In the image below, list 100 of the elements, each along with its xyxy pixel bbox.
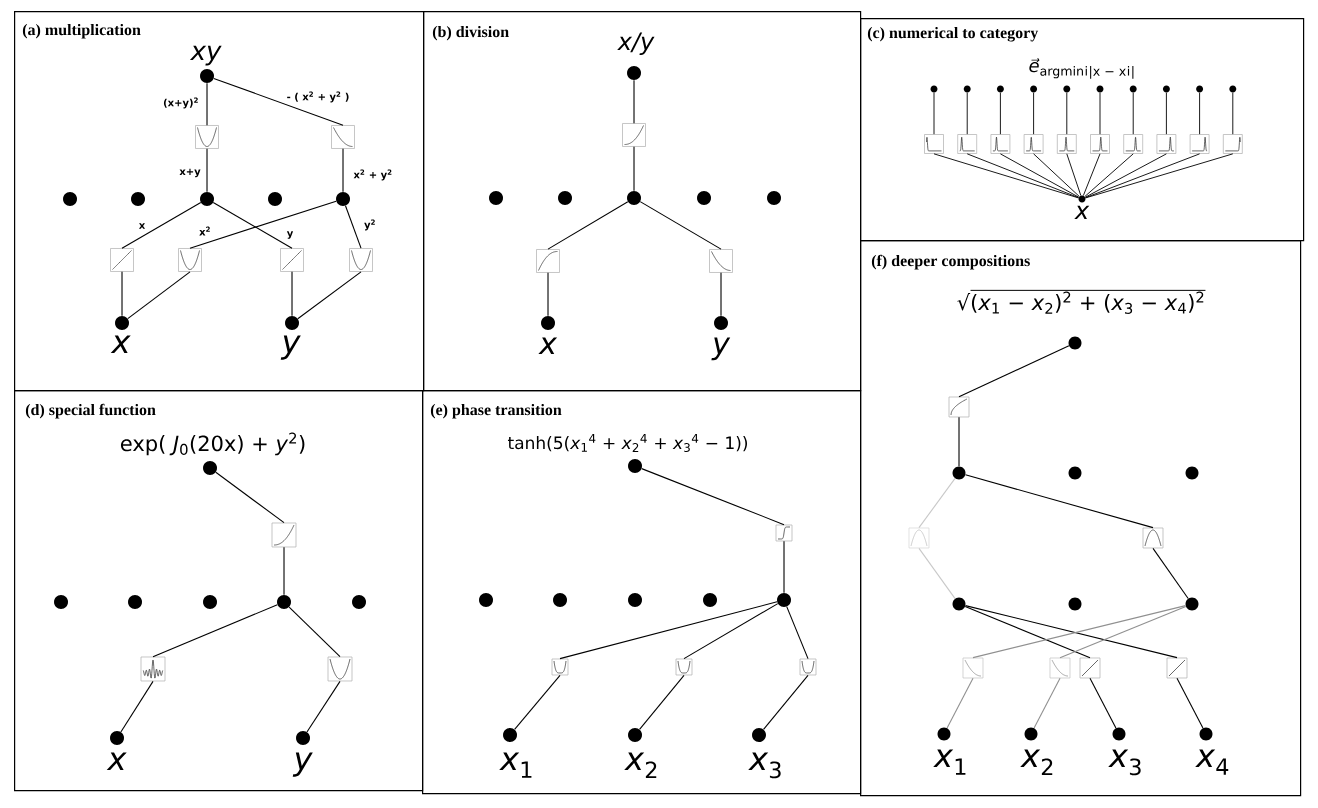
panel-heading: (c) numerical to category bbox=[867, 26, 1039, 42]
connector bbox=[120, 680, 154, 733]
panel-heading: (b) division bbox=[432, 25, 509, 41]
connector bbox=[933, 92, 935, 135]
formula: tanh(5(x$_{1}$$^{4}$ + x$_{2}$$^{4}$ + x$_{3}$$^{4}$ − 1)) bbox=[507, 434, 747, 453]
connector bbox=[1082, 153, 1101, 196]
connector bbox=[152, 604, 278, 658]
connector bbox=[297, 271, 362, 320]
connector bbox=[1066, 92, 1068, 135]
connector bbox=[547, 201, 629, 250]
formula: x/y bbox=[617, 32, 655, 55]
activation-plot bbox=[990, 134, 1011, 154]
activation-plot bbox=[709, 249, 733, 273]
neuron-dot bbox=[268, 192, 282, 206]
activation-plot bbox=[1189, 134, 1210, 154]
edge-label: x+y bbox=[178, 167, 202, 179]
neuron-dot bbox=[777, 593, 791, 607]
connector bbox=[918, 477, 956, 529]
activation-plot bbox=[1079, 657, 1101, 679]
connector bbox=[1165, 92, 1167, 135]
edge-label: y bbox=[285, 230, 295, 240]
connector bbox=[958, 416, 960, 467]
connector bbox=[1084, 153, 1134, 197]
connector bbox=[291, 271, 293, 317]
neuron-dot bbox=[131, 192, 145, 206]
neuron-dot bbox=[628, 593, 642, 607]
connector bbox=[1132, 92, 1134, 135]
connector bbox=[206, 148, 208, 193]
neuron-dot bbox=[54, 595, 68, 609]
edge-label: - ( x$^{2}$ + y$^{2}$ ) bbox=[285, 90, 351, 104]
connector bbox=[1099, 92, 1101, 135]
activation-plot bbox=[957, 134, 978, 154]
edge-label: (x+y)$^{2}$ bbox=[162, 96, 200, 110]
connector bbox=[639, 201, 722, 250]
connector bbox=[964, 606, 1091, 659]
neuron-dot bbox=[627, 191, 641, 205]
neuron-dot bbox=[558, 191, 572, 205]
activation-plot bbox=[1049, 657, 1071, 679]
activation-plot bbox=[1222, 134, 1243, 154]
activation-plot bbox=[675, 658, 693, 676]
neuron-dot bbox=[63, 192, 77, 206]
activation-plot bbox=[327, 656, 353, 682]
panel-heading: (d) special function bbox=[25, 403, 156, 419]
activation-plot bbox=[1156, 134, 1177, 154]
activation-plot bbox=[962, 657, 984, 679]
neuron-dot bbox=[479, 593, 493, 607]
connector bbox=[1033, 153, 1080, 197]
panel-heading: (a) multiplication bbox=[22, 23, 141, 39]
panel-heading: (e) phase transition bbox=[430, 403, 562, 419]
edge-label: x$^{2}$ + y$^{2}$ bbox=[352, 168, 394, 182]
activation-plot bbox=[536, 249, 560, 273]
connector bbox=[1066, 153, 1082, 196]
variable-label: x bbox=[538, 337, 558, 354]
activation-plot bbox=[349, 248, 373, 272]
activation-plot bbox=[775, 524, 793, 542]
neuron-dot bbox=[703, 593, 717, 607]
connector bbox=[189, 200, 337, 249]
neuron-dot bbox=[203, 595, 217, 609]
formula: √(x$_{1}$ − x$_{2}$)$^{2}$ + (x$_{3}$ − x$_{4}$)$^{2}$ bbox=[957, 291, 1204, 314]
activation-plot bbox=[908, 527, 930, 549]
variable-label: y bbox=[292, 752, 313, 777]
activation-plot bbox=[1090, 134, 1110, 154]
variable-label: x$_{4}$ bbox=[1195, 749, 1229, 775]
variable-label: x$_{3}$ bbox=[748, 752, 781, 779]
neuron-dot bbox=[128, 595, 142, 609]
connector bbox=[783, 540, 785, 594]
connector bbox=[283, 546, 285, 596]
connector bbox=[206, 82, 208, 126]
connector bbox=[342, 148, 344, 193]
activation-plot bbox=[551, 658, 569, 676]
variable-label: x$_{2}$ bbox=[624, 752, 657, 779]
connector bbox=[213, 77, 344, 126]
connector bbox=[641, 468, 785, 526]
activation-plot bbox=[799, 658, 817, 676]
activation-plot bbox=[1123, 134, 1144, 154]
activation-plot bbox=[1142, 527, 1164, 549]
connector bbox=[547, 272, 549, 317]
edge-label: y$^{2}$ bbox=[363, 218, 377, 232]
connector bbox=[1152, 547, 1189, 600]
connector bbox=[999, 92, 1001, 135]
activation-plot bbox=[1166, 657, 1188, 679]
connector bbox=[999, 153, 1080, 198]
activation-plot bbox=[924, 134, 944, 154]
connector bbox=[1176, 677, 1204, 729]
connector bbox=[639, 674, 685, 730]
connector bbox=[958, 345, 1070, 398]
formula: xy bbox=[189, 45, 222, 66]
connector bbox=[344, 205, 362, 249]
variable-label: y bbox=[711, 337, 731, 361]
formula: exp( J$_{0}$(20x) + y$^{2}$) bbox=[120, 432, 305, 456]
neuron-dot bbox=[489, 191, 503, 205]
variable-label: x bbox=[110, 335, 131, 353]
variable-label: y bbox=[280, 335, 301, 360]
connector bbox=[720, 272, 722, 317]
neuron-dot bbox=[697, 191, 711, 205]
neuron-dot bbox=[767, 191, 781, 205]
connector bbox=[288, 606, 341, 658]
connector bbox=[964, 474, 1154, 529]
edge-label: x bbox=[137, 222, 147, 230]
connector bbox=[127, 271, 191, 320]
